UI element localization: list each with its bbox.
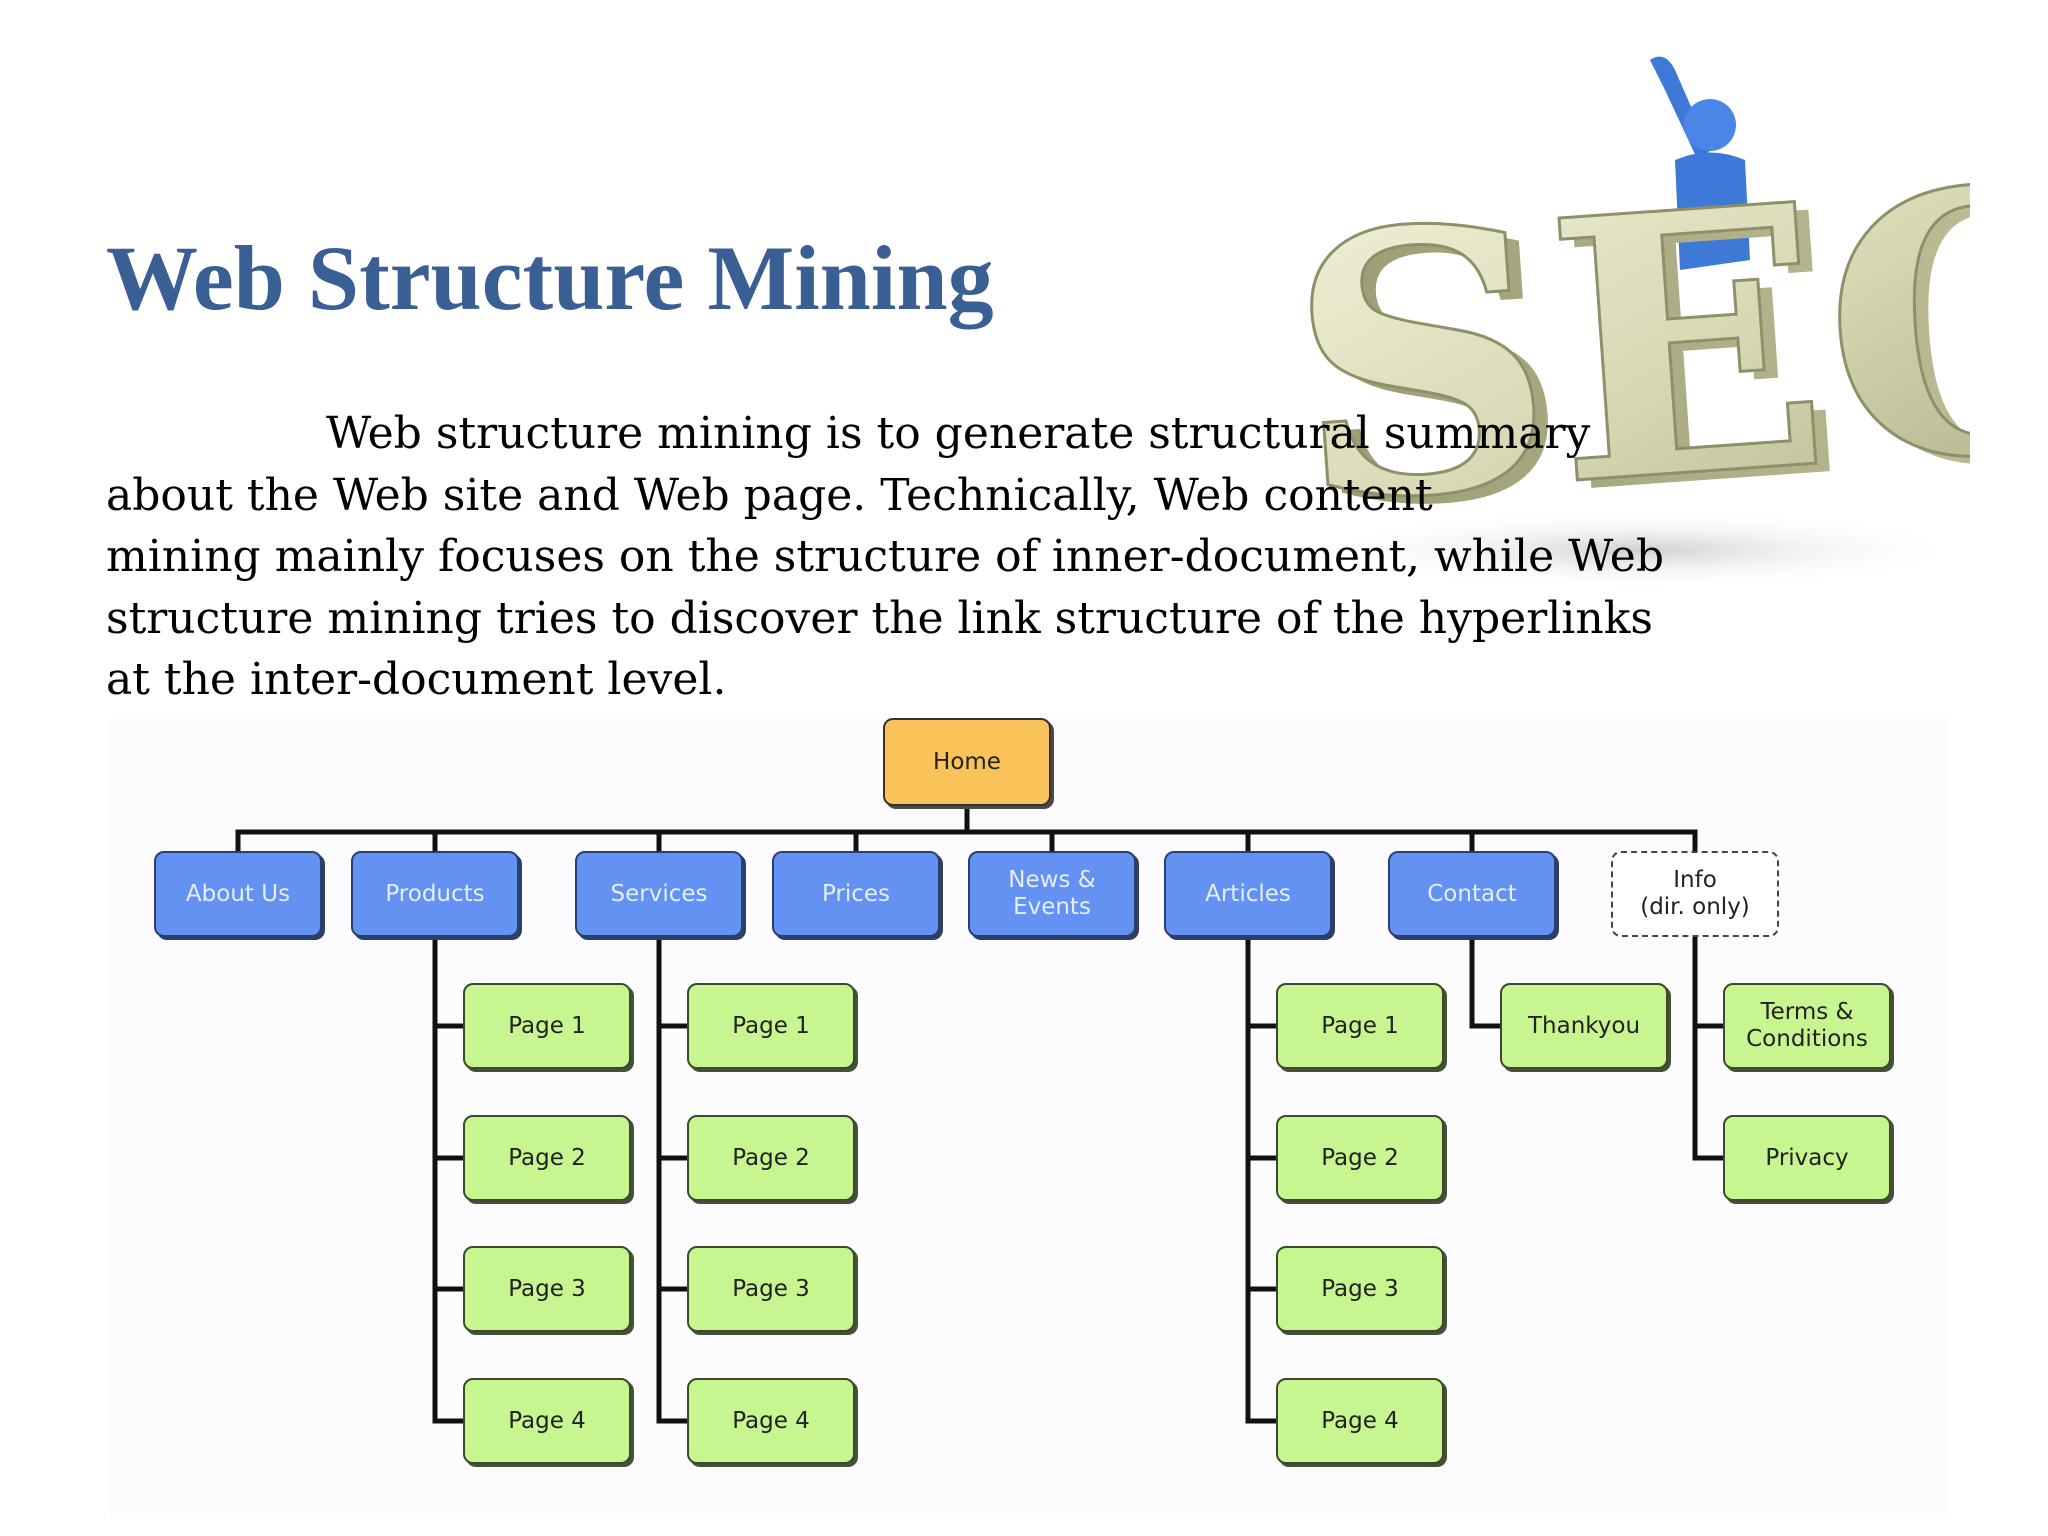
seo-logo-illustration: SEO SEO bbox=[1270, 30, 2048, 600]
node-home: Home bbox=[883, 718, 1051, 806]
node-page-label: Page 4 bbox=[1321, 1407, 1399, 1434]
node-page: Page 1 bbox=[687, 983, 855, 1069]
node-page-label: Page 4 bbox=[508, 1407, 586, 1434]
node-page: Page 2 bbox=[687, 1115, 855, 1201]
node-section: Articles bbox=[1164, 851, 1332, 937]
node-home-label: Home bbox=[933, 748, 1001, 775]
node-section-label: Info (dir. only) bbox=[1640, 867, 1750, 920]
body-line: Web structure mining is to generate stru… bbox=[326, 408, 1591, 459]
node-page-label: Page 3 bbox=[1321, 1275, 1399, 1302]
node-section-label: About Us bbox=[185, 880, 291, 907]
seo-letters-shadow: SEO bbox=[1292, 111, 1970, 592]
node-page: Page 3 bbox=[1276, 1246, 1444, 1332]
node-page: Privacy bbox=[1723, 1115, 1891, 1201]
node-page: Page 2 bbox=[463, 1115, 631, 1201]
node-section: Contact bbox=[1388, 851, 1556, 937]
node-page: Page 1 bbox=[463, 983, 631, 1069]
node-section: Services bbox=[575, 851, 743, 937]
body-paragraph: Web structure mining is to generate stru… bbox=[106, 403, 1916, 711]
node-page: Page 4 bbox=[463, 1378, 631, 1464]
node-section: Info (dir. only) bbox=[1611, 851, 1779, 937]
node-page-label: Page 3 bbox=[732, 1275, 810, 1302]
node-page: Page 3 bbox=[687, 1246, 855, 1332]
node-section-label: News & Events bbox=[1008, 867, 1096, 920]
node-page-label: Page 2 bbox=[1321, 1144, 1399, 1171]
node-page: Page 1 bbox=[1276, 983, 1444, 1069]
node-page-label: Page 4 bbox=[732, 1407, 810, 1434]
node-page-label: Page 2 bbox=[508, 1144, 586, 1171]
node-page-label: Privacy bbox=[1765, 1144, 1849, 1171]
node-section: Products bbox=[351, 851, 519, 937]
node-page-label: Page 1 bbox=[732, 1012, 810, 1039]
node-section-label: Contact bbox=[1427, 880, 1517, 907]
node-page: Page 4 bbox=[1276, 1378, 1444, 1464]
slide-title: Web Structure Mining bbox=[106, 227, 994, 329]
node-page-label: Page 2 bbox=[732, 1144, 810, 1171]
node-section-label: Prices bbox=[821, 880, 891, 907]
person-figure bbox=[1650, 56, 1750, 270]
node-section: About Us bbox=[154, 851, 322, 937]
node-section: News & Events bbox=[968, 851, 1136, 937]
node-page: Thankyou bbox=[1500, 983, 1668, 1069]
seo-letters: SEO bbox=[1278, 103, 1970, 584]
node-page-label: Terms & Conditions bbox=[1746, 999, 1868, 1052]
node-section-label: Articles bbox=[1205, 880, 1291, 907]
node-section-label: Services bbox=[610, 880, 708, 907]
node-section-label: Products bbox=[385, 880, 485, 907]
node-page-label: Page 1 bbox=[508, 1012, 586, 1039]
node-page: Page 3 bbox=[463, 1246, 631, 1332]
node-page-label: Page 3 bbox=[508, 1275, 586, 1302]
body-line: mining mainly focuses on the structure o… bbox=[106, 531, 1664, 582]
node-page-label: Page 1 bbox=[1321, 1012, 1399, 1039]
node-page-label: Thankyou bbox=[1527, 1012, 1641, 1039]
node-page: Page 4 bbox=[687, 1378, 855, 1464]
body-line: about the Web site and Web page. Technic… bbox=[106, 469, 1433, 521]
node-section: Prices bbox=[772, 851, 940, 937]
body-line: structure mining tries to discover the l… bbox=[106, 592, 1653, 644]
node-page: Terms & Conditions bbox=[1723, 983, 1891, 1069]
node-page: Page 2 bbox=[1276, 1115, 1444, 1201]
body-line: at the inter-document level. bbox=[106, 654, 727, 705]
